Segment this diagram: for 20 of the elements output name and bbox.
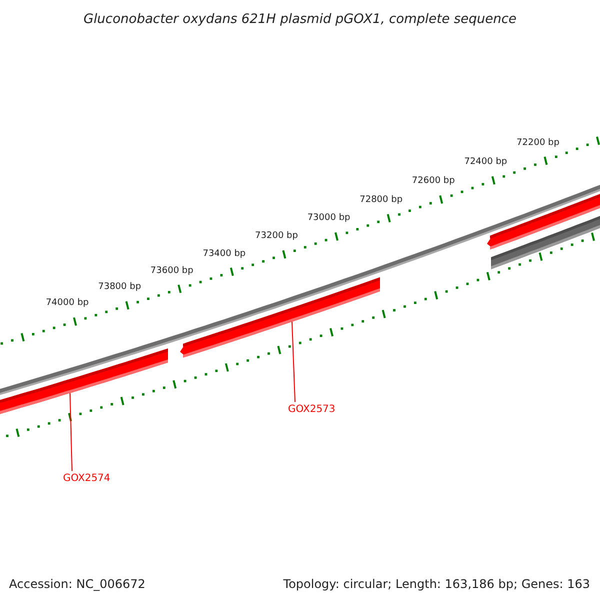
tick-label: 74000 bp (46, 297, 89, 310)
tick-label: 73000 bp (307, 212, 350, 226)
summary-text: Topology: circular; Length: 163,186 bp; Genes: 163 (283, 576, 590, 593)
tick-label: 72800 bp (360, 194, 403, 208)
tick-label: 73600 bp (150, 264, 194, 278)
accession-text: Accession: NC_006672 (9, 576, 146, 593)
gene-arrow (491, 214, 600, 270)
gene-label: GOX2574 (63, 471, 110, 486)
leader-line (292, 321, 296, 402)
tick-label: 72600 bp (412, 175, 455, 188)
tick-label: 73800 bp (98, 281, 142, 294)
leader-line (70, 392, 72, 472)
gene-arrow (180, 277, 380, 358)
gene-label: GOX2573 (288, 402, 336, 417)
tick-label: 72200 bp (516, 136, 560, 150)
gene-arrow (0, 348, 168, 416)
tick-label: 73200 bp (255, 230, 298, 244)
title: Gluconobacter oxydans 621H plasmid pGOX1, complete sequence (82, 11, 518, 29)
tick-label: 73400 bp (202, 248, 246, 261)
tick-label: 72400 bp (464, 156, 508, 170)
